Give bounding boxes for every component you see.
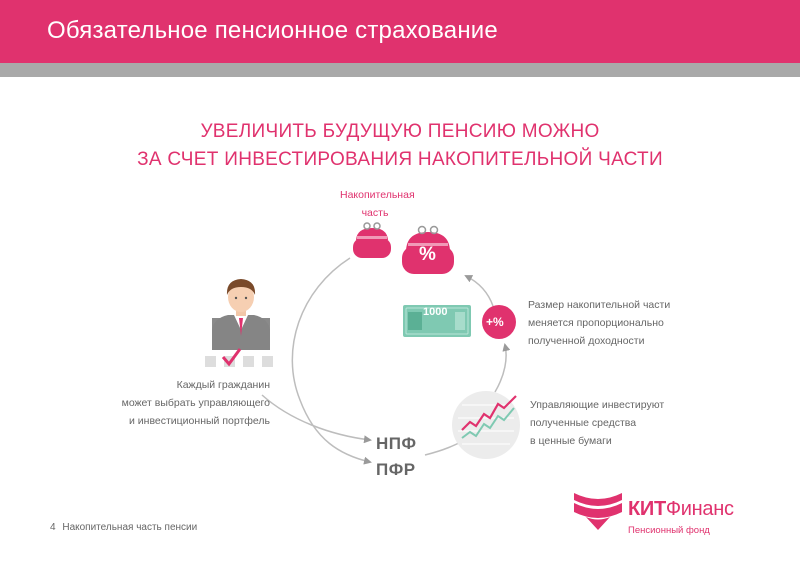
fund-pfr-label: ПФР	[376, 460, 416, 480]
page-number: 4	[50, 522, 56, 533]
kit-finans-logo-mark	[574, 493, 622, 530]
citizen-caption: Каждый гражданин может выбрать управляющ…	[110, 376, 270, 430]
chart-to-plus-arrow	[495, 345, 506, 392]
plus-percent-label: +%	[486, 315, 504, 329]
logo-subtitle: Пенсионный фонд	[628, 525, 710, 536]
plus-to-wallet-arrow	[466, 276, 493, 306]
citizen-to-npf-arrow	[262, 395, 370, 440]
banknote-value: 1000	[423, 306, 447, 318]
portfolio-checkbox-row	[205, 349, 273, 367]
citizen-avatar	[212, 279, 270, 350]
kit-finans-logo-text: КИТФинанс	[628, 498, 734, 521]
footer: 4 Накопительная часть пенсии	[50, 522, 197, 533]
percent-symbol: %	[419, 244, 436, 266]
investment-chart-icon	[452, 391, 520, 459]
footer-text: Накопительная часть пенсии	[62, 522, 197, 533]
savings-label: Накопительная часть	[340, 186, 410, 222]
small-wallet-icon	[353, 223, 391, 258]
growth-caption: Размер накопительной части меняется проп…	[528, 296, 670, 350]
logo-brand-bold: КИТ	[628, 498, 666, 520]
logo-brand-regular: Финанс	[666, 498, 734, 520]
managers-caption: Управляющие инвестируют полученные средс…	[530, 396, 664, 450]
fund-npf-label: НПФ	[376, 434, 417, 454]
